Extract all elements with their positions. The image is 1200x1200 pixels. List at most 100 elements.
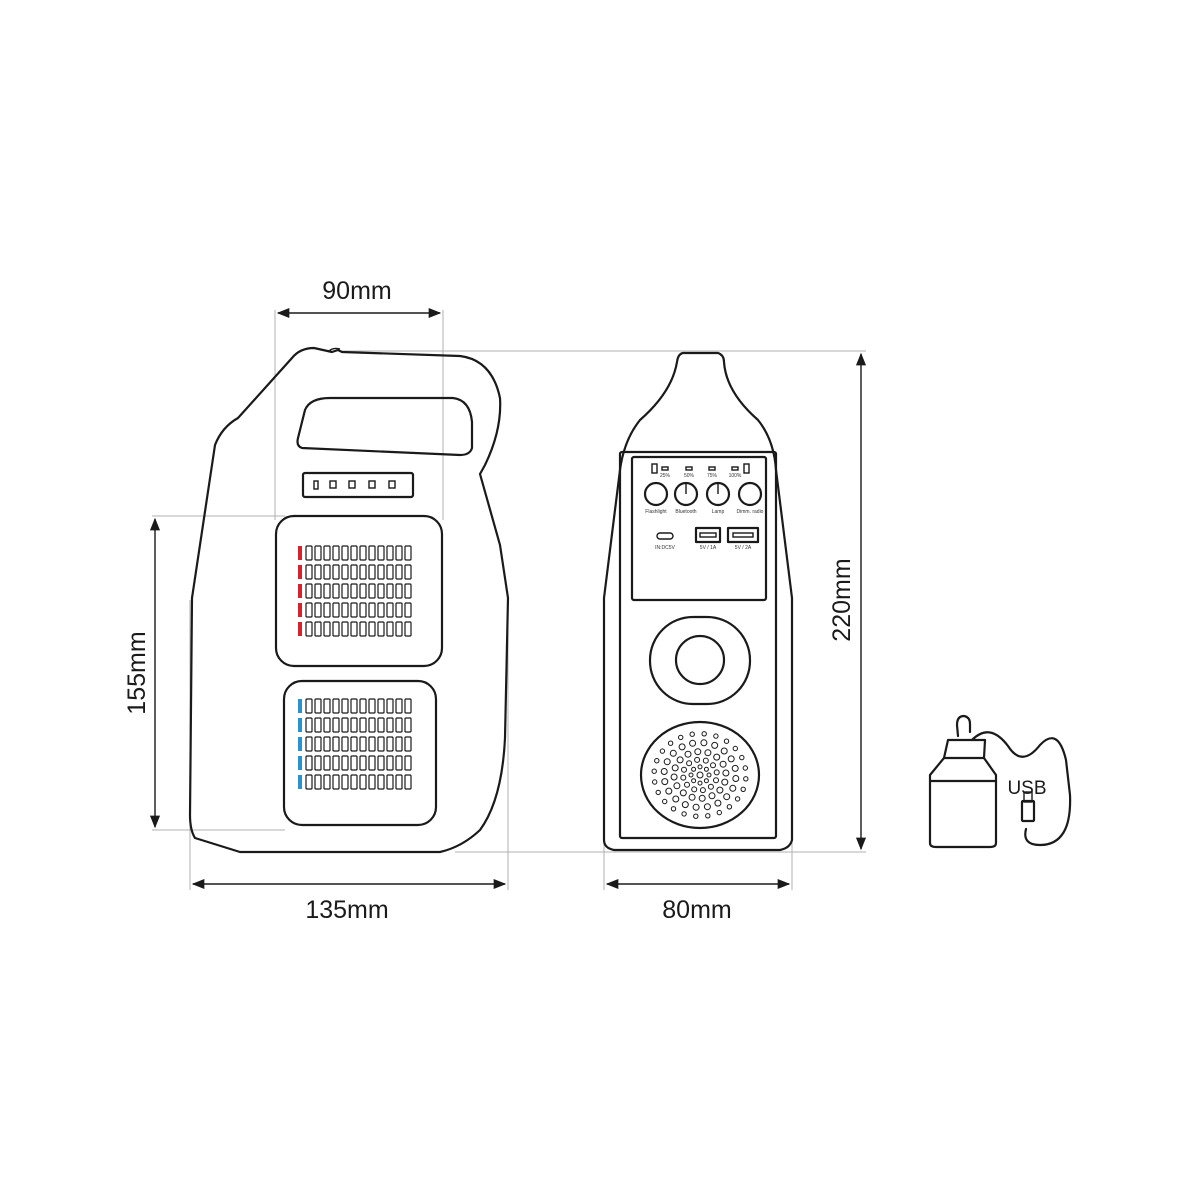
led-cell [350,621,358,637]
led-cell [395,736,403,752]
led-cell [368,755,376,771]
led-indicator [298,699,302,713]
speaker-hole [713,777,719,784]
speaker-hole [713,769,720,776]
led-cell [368,621,376,637]
led-cell [314,755,322,771]
speaker-hole [699,787,706,794]
speaker-hole [742,765,748,771]
led-indicator [298,603,302,617]
speaker-hole [681,811,687,817]
led-cell [332,774,340,790]
led-cell [404,545,412,561]
button-label-flashlight: Flashlight [645,509,667,515]
led-cell [332,602,340,618]
dim-left-height: 155mm [123,631,151,714]
bluetooth-button[interactable] [673,481,699,507]
battery-level-indicators: 25% 50% 75% 100% [651,463,750,479]
lamp-button[interactable] [705,481,731,507]
speaker-hole [703,766,709,772]
led-cell [404,621,412,637]
led-cell [332,717,340,733]
bulb-icon [928,738,998,849]
speaker-hole [681,801,689,809]
speaker-hole [694,748,702,756]
led-cell [314,717,322,733]
led-cell [395,621,403,637]
led-cell [404,698,412,714]
speaker-hole [672,795,680,803]
led-cell [377,564,385,580]
led-cell [314,774,322,790]
led-cell [350,602,358,618]
speaker-hole [734,796,741,802]
led-cell [404,736,412,752]
led-cell [332,736,340,752]
led-cell [386,698,394,714]
led-cell [341,583,349,599]
speaker-hole [694,756,701,763]
speaker-hole [667,740,674,746]
led-cell [404,583,412,599]
speaker-hole [655,789,661,796]
led-cell [386,583,394,599]
led-cell [350,736,358,752]
speaker-hole [701,731,707,737]
led-cell [341,545,349,561]
led-cell [359,717,367,733]
battery-level-50: 50% [684,473,695,479]
led-cell [368,545,376,561]
led-cell [386,621,394,637]
led-indicator [298,584,302,598]
speaker-hole [662,798,668,805]
led-cell [341,621,349,637]
speaker-hole [711,741,719,749]
speaker-hole [665,787,673,795]
indicator-lights [313,480,396,490]
speaker-hole [713,753,721,761]
speaker-hole [723,793,731,801]
led-cell [341,602,349,618]
led-cell [386,755,394,771]
led-cell [359,545,367,561]
led-cell [341,755,349,771]
led-cell [377,755,385,771]
led-cell [368,602,376,618]
speaker-hole [706,772,712,778]
led-cell [395,717,403,733]
flashlight-button[interactable] [643,481,669,507]
led-cell [350,564,358,580]
speaker-hole [691,786,698,793]
speaker-hole [696,771,704,779]
side-inner-frame [618,450,778,840]
led-cell [368,698,376,714]
speaker-hole [743,776,749,782]
led-cell [323,755,331,771]
led-cell [368,736,376,752]
led-cell [368,717,376,733]
side-body-outline [602,351,794,852]
led-cell [350,698,358,714]
led-cell [377,717,385,733]
speaker-hole [691,766,697,772]
speaker-hole [654,758,660,764]
speaker-hole [739,754,745,761]
speaker-hole [703,803,711,811]
speaker-hole [684,750,692,758]
button-label-lamp: Lamp [712,509,725,515]
led-cell [377,545,385,561]
led-cell [323,774,331,790]
dimm-radio-button[interactable] [737,481,763,507]
speaker-hole [707,783,714,790]
led-cell [386,736,394,752]
speaker-hole [678,734,684,741]
led-cell [359,736,367,752]
led-cell [359,621,367,637]
led-cell [323,602,331,618]
button-label-dimm-radio: Dimm. radio [737,509,764,515]
led-indicator [298,546,302,560]
led-cell [395,564,403,580]
battery-icon [743,463,750,474]
tuning-knob[interactable] [674,634,726,686]
speaker-hole [723,738,730,744]
